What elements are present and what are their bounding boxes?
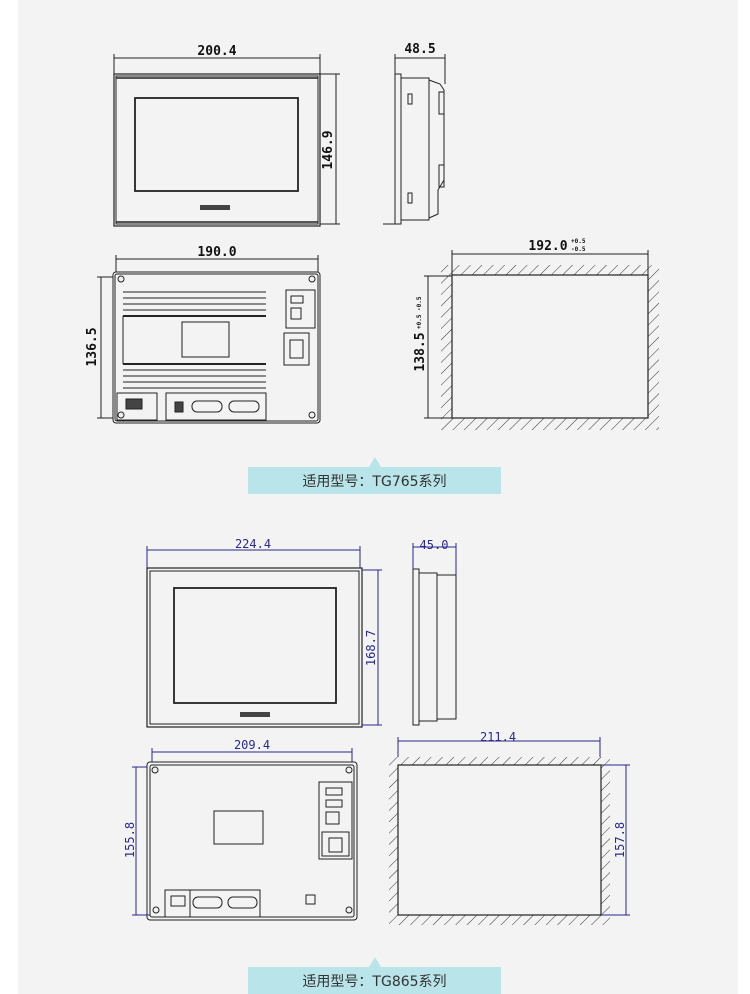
logo bbox=[200, 205, 230, 210]
tg765-cutout bbox=[424, 250, 659, 430]
tg865-side-view bbox=[412, 543, 457, 726]
tg765-cutout-height: 138.5 bbox=[413, 332, 428, 371]
tg865-cutout bbox=[389, 737, 630, 925]
tg765-depth: 48.5 bbox=[404, 42, 435, 57]
tg865-depth: 45.0 bbox=[420, 538, 449, 552]
ethernet-port bbox=[283, 332, 310, 366]
usb-ports bbox=[285, 289, 316, 329]
tg765-front-view bbox=[113, 73, 321, 227]
serial-ports bbox=[165, 392, 267, 421]
tg765-model-label: 适用型号：TG765系列 bbox=[248, 467, 501, 494]
label-pointer bbox=[369, 957, 381, 967]
screen bbox=[173, 587, 337, 704]
tg865-back-height: 155.8 bbox=[123, 822, 137, 858]
tg865-back-view bbox=[146, 761, 358, 921]
tg765-cutout-width-tol-plus: +0.5 bbox=[571, 238, 586, 245]
tg865-cutout-width: 211.4 bbox=[480, 730, 516, 744]
tg865-back-width: 209.4 bbox=[234, 738, 270, 752]
nameplate bbox=[181, 321, 230, 358]
nameplate bbox=[213, 810, 264, 845]
io-ports bbox=[318, 781, 353, 860]
tg865-front-width: 224.4 bbox=[235, 537, 271, 551]
tg765-cutout-width: 192.0 bbox=[528, 239, 567, 254]
tg765-front-width: 200.4 bbox=[197, 44, 236, 59]
tg765-back-width: 190.0 bbox=[197, 245, 236, 260]
tg865-cutout-height: 157.8 bbox=[613, 822, 627, 858]
drawing-panel bbox=[18, 0, 738, 994]
tg865-front-view bbox=[146, 567, 363, 728]
tg865-front-height: 168.7 bbox=[364, 630, 378, 666]
serial-ports bbox=[164, 889, 261, 918]
screen bbox=[134, 97, 299, 192]
tg765-cutout-width-tol-minus: -0.5 bbox=[571, 246, 586, 253]
tg765-front-dims bbox=[113, 54, 340, 225]
tg765-back-view bbox=[112, 271, 321, 424]
tg765-cutout-height-tol: +0.5 -0.5 bbox=[416, 296, 423, 329]
power-terminal bbox=[116, 392, 158, 421]
label-pointer bbox=[369, 457, 381, 467]
tg865-model-label: 适用型号：TG865系列 bbox=[248, 967, 501, 994]
tg765-side-view bbox=[383, 54, 446, 225]
logo bbox=[240, 712, 270, 717]
tg765-front-height: 146.9 bbox=[321, 130, 336, 169]
tg765-back-height: 136.5 bbox=[85, 327, 100, 366]
